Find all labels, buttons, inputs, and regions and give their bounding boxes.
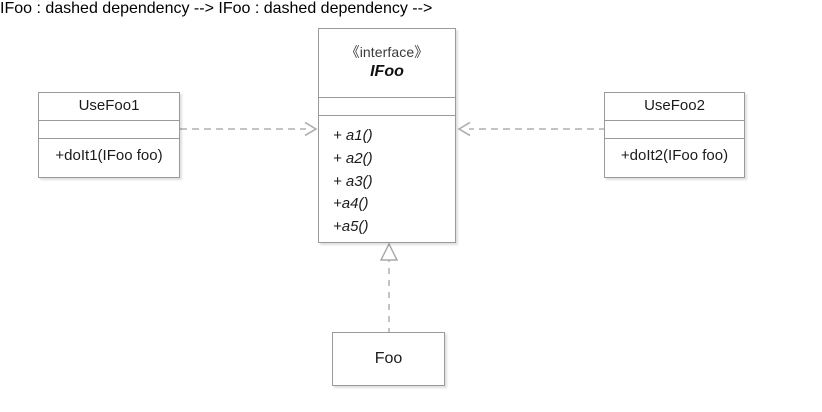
method-ifoo-a2: + a2()	[333, 149, 373, 167]
hollow-triangle-icon	[379, 242, 399, 261]
methods-list-ifoo: + a1() + a2() + a3() +a4() +a5()	[319, 116, 455, 248]
class-box-usefoo2[interactable]: UseFoo2 +doIt2(IFoo foo)	[604, 92, 745, 178]
method-ifoo-a4: +a4()	[333, 195, 369, 213]
attributes-compartment-usefoo2	[605, 120, 744, 138]
class-box-foo[interactable]: Foo	[332, 332, 445, 386]
class-box-ifoo[interactable]: 《interface》 IFoo + a1() + a2() + a3() +a…	[318, 28, 456, 243]
method-usefoo2-doit2: +doIt2(IFoo foo)	[605, 138, 744, 172]
attributes-compartment-usefoo1	[39, 120, 179, 138]
dependency-usefoo1-to-ifoo[interactable]	[180, 118, 320, 140]
dependency-usefoo2-to-ifoo[interactable]	[456, 118, 606, 140]
open-arrow-head-icon	[457, 121, 471, 137]
class-name-foo: Foo	[374, 350, 403, 367]
realization-foo-to-ifoo[interactable]	[374, 242, 404, 334]
method-ifoo-a1: + a1()	[333, 127, 373, 144]
interface-header-ifoo: 《interface》 IFoo	[319, 29, 455, 97]
attributes-compartment-ifoo	[319, 97, 455, 115]
open-arrow-head-icon	[304, 121, 318, 137]
class-name-usefoo1: UseFoo1	[78, 97, 140, 115]
class-name-usefoo2: UseFoo2	[644, 97, 705, 115]
methods-compartment-ifoo: + a1() + a2() + a3() +a4() +a5()	[319, 115, 455, 243]
method-usefoo1-doit1: +doIt1(IFoo foo)	[39, 138, 179, 172]
method-ifoo-a5: +a5()	[333, 218, 369, 236]
class-box-usefoo1[interactable]: UseFoo1 +doIt1(IFoo foo)	[38, 92, 180, 178]
method-ifoo-a3: + a3()	[333, 172, 373, 190]
class-name-ifoo: IFoo	[370, 63, 404, 81]
stereotype-label-interface: 《interface》	[345, 43, 429, 60]
